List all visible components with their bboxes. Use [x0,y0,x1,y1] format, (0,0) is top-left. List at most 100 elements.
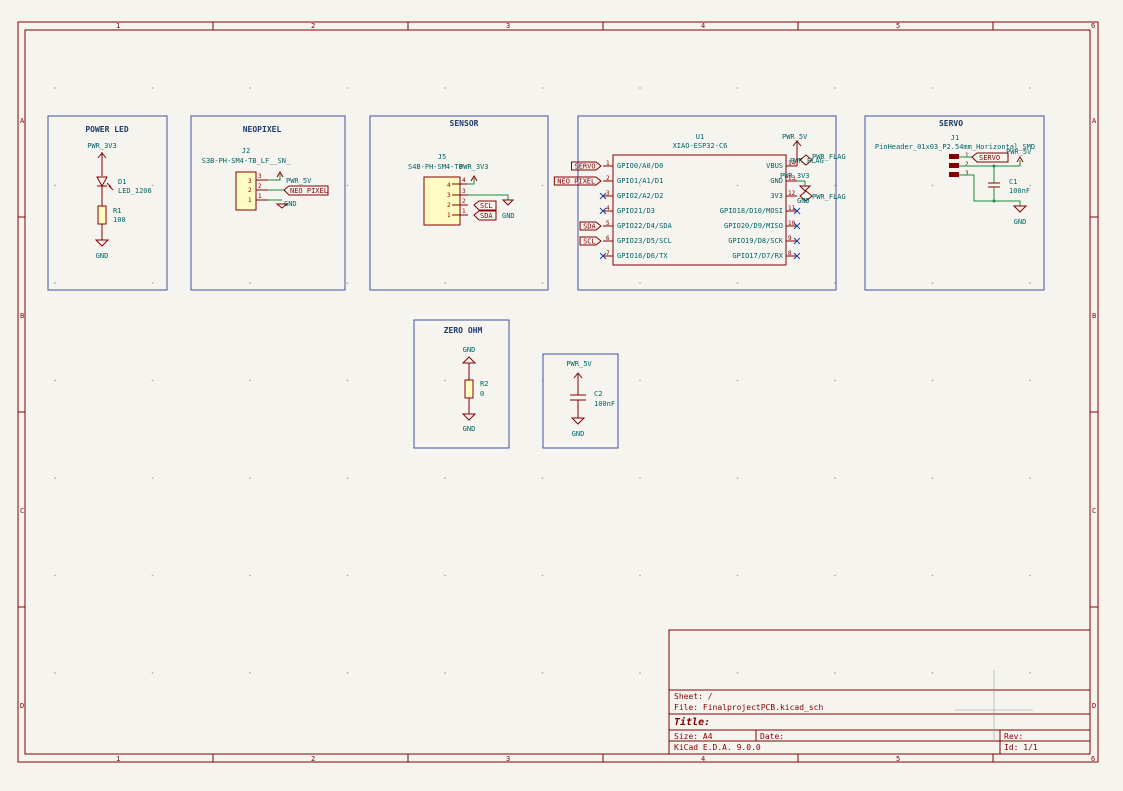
j5-pinnum-2: 2 [462,198,466,205]
tb-title: Title: [674,716,710,728]
mcu-flag-1: PWR_FLAG [812,153,846,161]
u1-pin-name-9: GPIO19/D8/SCK [728,237,784,245]
sheet-frame: 1 2 3 4 5 6 1 2 3 4 5 6 A B C D A B C D [17,21,1099,763]
col-label-2-bottom: 2 [311,755,315,763]
j5-pinnum-4: 4 [462,177,466,184]
j5-pinnum-3: 3 [462,188,466,195]
u1-pin-num-10: 10 [788,220,796,227]
zero-ohm-title: ZERO OHM [444,326,483,335]
col-label-2: 2 [311,22,315,30]
u1-pin-name-11: GPIO18/D10/MOSI [720,207,783,215]
neopixel-block[interactable]: NEOPIXEL J2 S3B-PH-SM4-TB_LF__SN_ 3 2 1 … [190,115,346,291]
j5-pin-3: 3 [447,192,451,199]
servo-net-label[interactable] [971,152,1009,163]
u1-pin-num-2: 2 [606,175,610,182]
u1-pin-name-10: GPIO20/D9/MISO [724,222,783,230]
r1-resistor-icon [97,205,107,225]
j1-pin-2: 2 [965,161,969,168]
u1-net-text-5: SDA [583,223,596,231]
j2-part: S3B-PH-SM4-TB_LF__SN_ [202,157,291,165]
r1-value: 100 [113,216,126,224]
c2-pwr-label: PWR_5V [566,360,592,368]
row-label-a-right: A [1092,117,1097,125]
power-led-block[interactable]: POWER LED PWR_3V3 D1 LED_1206 R1 100 GND [47,115,168,291]
r2-resistor-icon [464,379,474,399]
col-label-6: 6 [1091,22,1095,30]
j1-part: PinHeader_01x03_P2.54mm_Horizontal_SMD [875,143,1035,151]
j1-pad-2-icon [949,163,959,168]
servo-net-text: SERVO [979,154,1000,162]
u1-net-label-6[interactable] [579,236,602,246]
row-label-d-right: D [1092,702,1096,710]
sensor-sda-text: SDA [480,212,493,220]
c2-value: 100nF [594,400,615,408]
j5-pinnum-1: 1 [462,208,466,215]
tb-date: Date: [760,732,784,741]
u1-pin-num-11: 11 [788,205,796,212]
u1-pin-num-6: 6 [606,235,610,242]
u1-pin-num-4: 4 [606,205,610,212]
j5-connector-icon [423,176,461,226]
mcu-gnd: GND [797,197,810,205]
col-label-3-bottom: 3 [506,755,510,763]
tb-tool: KiCad E.D.A. 9.0.0 [674,743,761,752]
sensor-scl-label[interactable] [473,200,497,211]
r1-ref: R1 [113,207,121,215]
mcu-right-pins: 14VBUS13GND123V311GPIO18/D10/MOSI10GPIO2… [720,154,813,260]
u1-pin-num-3: 3 [606,190,610,197]
j2-pinnum-3: 3 [258,173,262,180]
j2-ref: J2 [242,147,250,155]
j5-pin-1: 1 [447,212,451,219]
u1-net-text-1: SERVO [575,163,596,171]
sensor-sda-label[interactable] [473,210,497,221]
zero-ohm-gnd-top: GND [463,346,476,354]
sensor-block[interactable]: SENSOR J5 S4B-PH-SM4-TB PWR_3V3 4 3 2 1 … [369,115,549,291]
j1-pad-1-icon [949,154,959,159]
u1-pin-num-9: 9 [788,235,792,242]
mcu-flag-3: PWR_FLAG [812,193,846,201]
u1-ref: U1 [696,133,704,141]
u1-pin-name-7: GPIO16/D6/TX [617,252,668,260]
u1-net-label-2[interactable] [553,176,602,186]
zero-ohm-gnd-bottom: GND [463,425,476,433]
u1-pin-name-14: VBUS [766,162,783,170]
mcu-flag-2: PWR_FLAG [790,157,824,165]
servo-block[interactable]: SERVO J1 PinHeader_01x03_P2.54mm_Horizon… [864,115,1045,291]
tb-size: Size: A4 [674,732,713,741]
neopixel-net-label[interactable] [283,185,329,196]
col-label-4: 4 [701,22,705,30]
gnd-symbol-icon [94,239,110,247]
sensor-scl-text: SCL [480,202,493,210]
j5-pin-4: 4 [447,182,451,189]
tb-rev: Rev: [1004,732,1023,741]
zero-ohm-block[interactable]: ZERO OHM GND R2 0 GND [413,319,510,449]
sensor-pwr-label: PWR_3V3 [459,163,489,171]
r2-ref: R2 [480,380,488,388]
neopixel-net-label-text: NEO PIXEL [290,187,328,195]
power-led-gnd: GND [96,252,109,260]
c2-ref: C2 [594,390,602,398]
servo-gnd: GND [1014,218,1027,226]
u1-pin-num-12: 12 [788,190,796,197]
decoupling-block[interactable]: PWR_5V C2 100nF GND [542,353,619,449]
u1-net-label-1[interactable] [571,161,602,171]
u1-pin-name-4: GPIO21/D3 [617,207,655,215]
sensor-gnd: GND [502,212,515,220]
d1-ref: D1 [118,178,126,186]
led-symbol-icon [96,176,108,188]
u1-pin-num-1: 1 [606,160,610,167]
j1-pin-3: 3 [965,170,969,177]
j2-pinnum-1: 1 [258,193,262,200]
sensor-title: SENSOR [450,119,479,128]
j5-part: S4B-PH-SM4-TB [408,163,463,171]
j2-pin-2: 2 [248,187,252,194]
j1-pad-3-icon [949,172,959,177]
neopixel-title: NEOPIXEL [243,125,282,134]
row-label-a: A [20,117,25,125]
c2-gnd: GND [572,430,585,438]
neopixel-pwr-label: PWR_5V [286,177,312,185]
u1-net-text-6: SCL [583,238,596,246]
u1-net-label-5[interactable] [579,221,602,231]
